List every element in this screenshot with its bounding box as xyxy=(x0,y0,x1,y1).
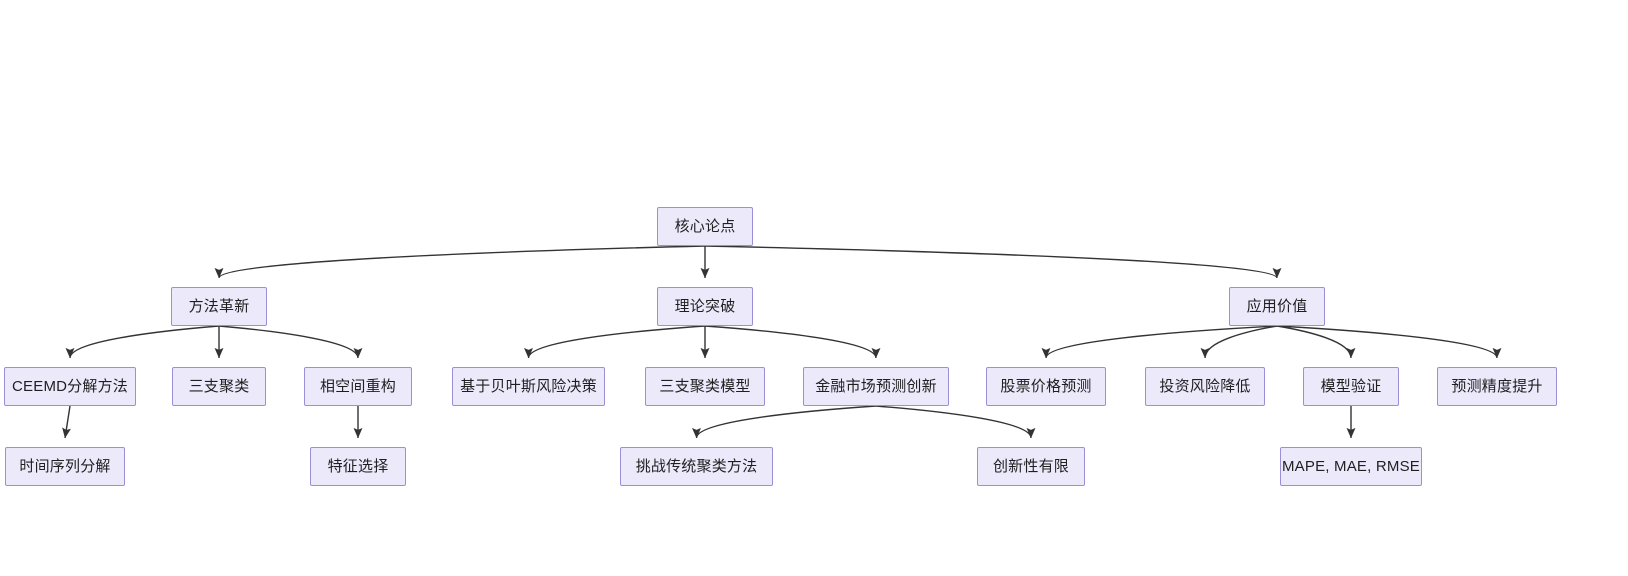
edge-finance-to-challenge xyxy=(692,405,877,439)
node-label: 基于贝叶斯风险决策 xyxy=(460,378,597,395)
node-label: 核心论点 xyxy=(674,218,736,235)
edges-group xyxy=(62,245,1502,439)
node-label: 创新性有限 xyxy=(992,458,1069,475)
edge-theory-to-bayes xyxy=(524,325,706,359)
edge-root-to-method xyxy=(214,245,706,279)
node-validate[interactable]: 模型验证 xyxy=(1303,367,1399,406)
node-tsdecomp[interactable]: 时间序列分解 xyxy=(5,447,125,486)
edge-value-to-accuracy xyxy=(1276,325,1502,359)
node-bayes[interactable]: 基于贝叶斯风险决策 xyxy=(452,367,605,406)
node-metrics[interactable]: MAPE, MAE, RMSE xyxy=(1280,447,1422,486)
node-value[interactable]: 应用价值 xyxy=(1229,287,1325,326)
node-phase[interactable]: 相空间重构 xyxy=(304,367,412,406)
node-label: 金融市场预测创新 xyxy=(815,378,937,395)
node-label: 预测精度提升 xyxy=(1451,378,1543,395)
node-label: 时间序列分解 xyxy=(19,458,111,475)
node-label: 挑战传统聚类方法 xyxy=(635,458,758,475)
node-label: 三支聚类模型 xyxy=(659,378,751,395)
node-label: 特征选择 xyxy=(327,458,389,475)
edge-ceemd-to-tsdecomp xyxy=(62,405,71,439)
node-feature[interactable]: 特征选择 xyxy=(310,447,406,486)
node-finance[interactable]: 金融市场预测创新 xyxy=(803,367,949,406)
node-ceemd[interactable]: CEEMD分解方法 xyxy=(4,367,136,406)
node-twmodel[interactable]: 三支聚类模型 xyxy=(645,367,765,406)
node-label: CEEMD分解方法 xyxy=(12,378,128,395)
node-risk[interactable]: 投资风险降低 xyxy=(1145,367,1265,406)
edge-root-to-value xyxy=(704,245,1282,279)
node-stock[interactable]: 股票价格预测 xyxy=(986,367,1106,406)
node-method[interactable]: 方法革新 xyxy=(171,287,267,326)
node-accuracy[interactable]: 预测精度提升 xyxy=(1437,367,1557,406)
node-limited[interactable]: 创新性有限 xyxy=(977,447,1085,486)
node-label: MAPE, MAE, RMSE xyxy=(1281,458,1421,475)
edge-value-to-validate xyxy=(1276,325,1356,359)
node-label: 相空间重构 xyxy=(319,378,396,395)
node-label: 股票价格预测 xyxy=(1000,378,1092,395)
node-label: 三支聚类 xyxy=(188,378,250,395)
node-label: 方法革新 xyxy=(188,298,250,315)
node-label: 模型验证 xyxy=(1320,378,1382,395)
edge-value-to-risk xyxy=(1200,325,1278,359)
edge-value-to-stock xyxy=(1041,325,1278,359)
node-challenge[interactable]: 挑战传统聚类方法 xyxy=(620,447,773,486)
edge-finance-to-limited xyxy=(875,405,1036,439)
node-threeway[interactable]: 三支聚类 xyxy=(172,367,266,406)
edge-method-to-phase xyxy=(218,325,363,359)
node-root[interactable]: 核心论点 xyxy=(657,207,753,246)
node-label: 应用价值 xyxy=(1246,298,1308,315)
node-theory[interactable]: 理论突破 xyxy=(657,287,753,326)
edge-theory-to-finance xyxy=(704,325,881,359)
node-label: 理论突破 xyxy=(674,298,736,315)
edge-method-to-ceemd xyxy=(65,325,220,359)
node-label: 投资风险降低 xyxy=(1159,378,1251,395)
